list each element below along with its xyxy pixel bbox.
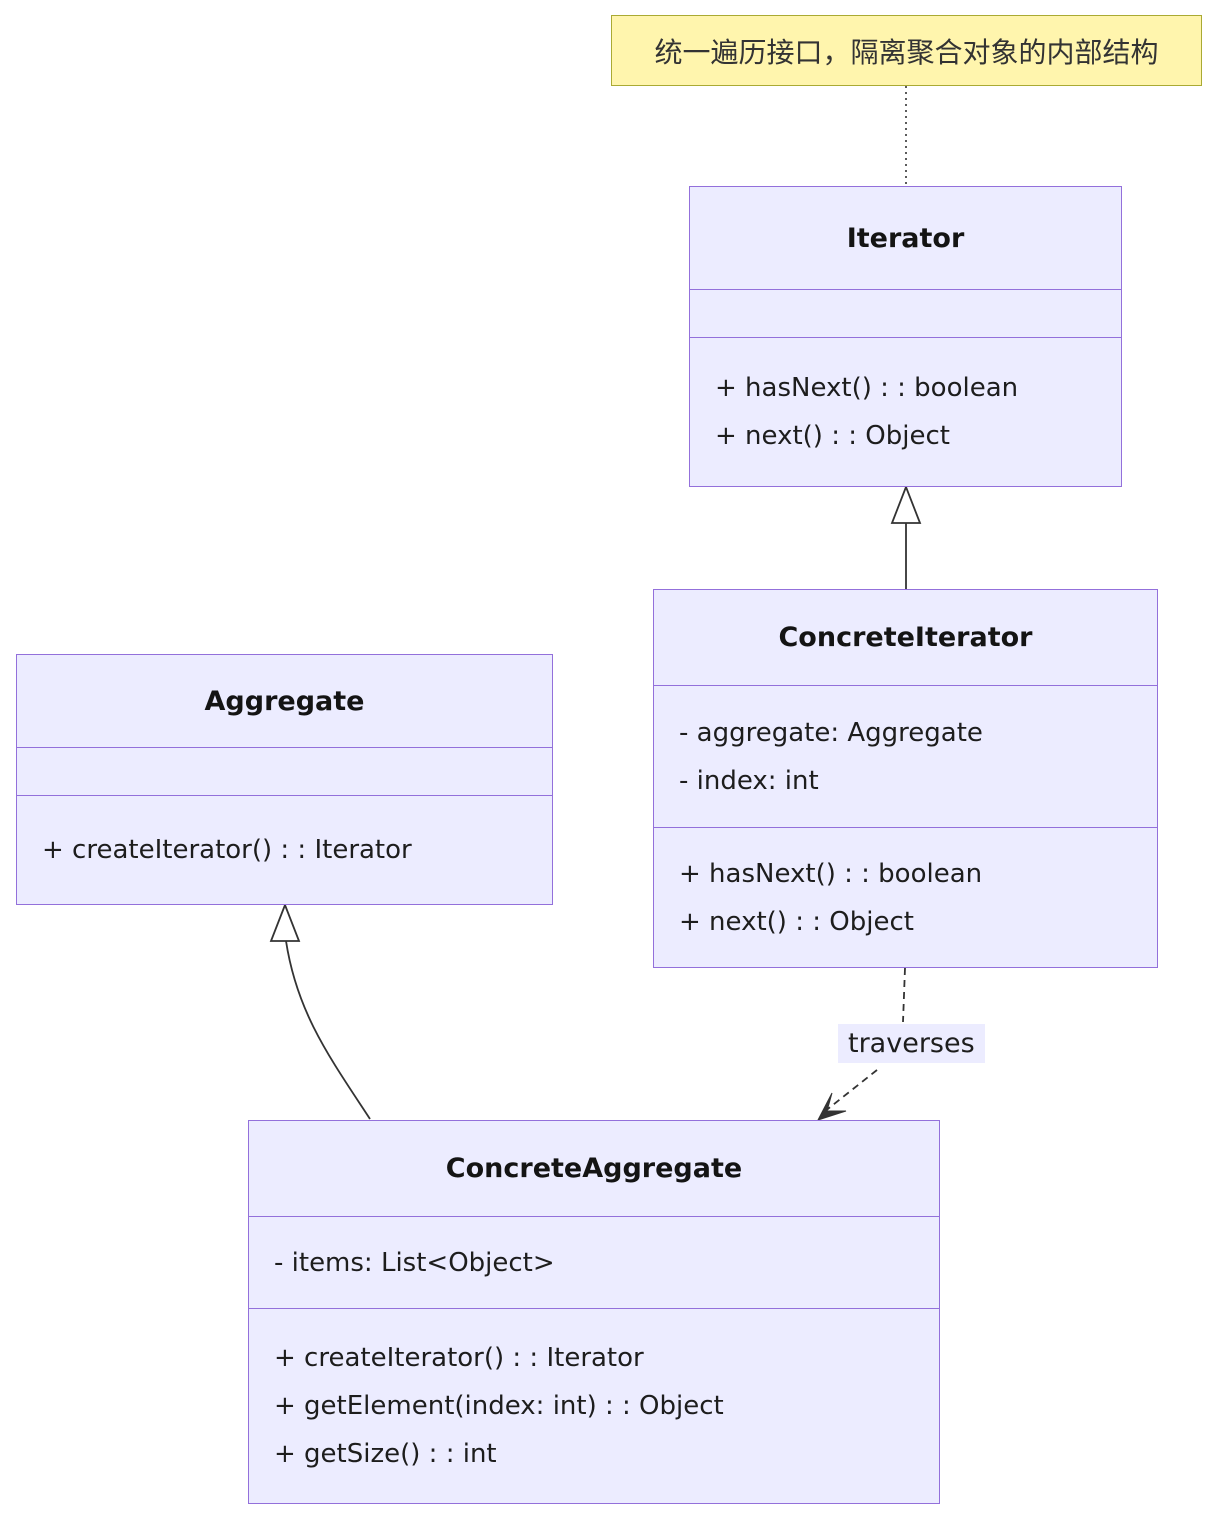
iterator-methods-section: + hasNext() : : boolean + next() : : Obj… bbox=[690, 337, 1121, 486]
concreteiterator-attributes-section: - aggregate: Aggregate - index: int bbox=[654, 685, 1157, 827]
aggregate-methods-section: + createIterator() : : Iterator bbox=[17, 795, 552, 904]
class-title-iterator: Iterator bbox=[846, 222, 965, 254]
iterator-method: + hasNext() : : boolean bbox=[715, 373, 1019, 403]
concreteiterator-method: + next() : : Object bbox=[679, 906, 914, 937]
concreteaggregate-method: + createIterator() : : Iterator bbox=[274, 1343, 644, 1373]
concreteiterator-attribute: - aggregate: Aggregate bbox=[679, 717, 983, 748]
realization-concreteaggregate-triangle bbox=[269, 902, 301, 942]
class-title-concreteaggregate: ConcreteAggregate bbox=[445, 1153, 743, 1184]
iterator-attributes-section bbox=[690, 289, 1121, 337]
concreteiterator-attribute: - index: int bbox=[679, 765, 819, 796]
dependency-traverses-line-lower bbox=[823, 1069, 878, 1113]
realization-concreteaggregate-line bbox=[285, 940, 371, 1120]
concreteaggregate-method: + getElement(index: int) : : Object bbox=[274, 1391, 724, 1421]
aggregate-method: + createIterator() : : Iterator bbox=[42, 835, 412, 865]
concreteaggregate-method: + getSize() : : int bbox=[274, 1439, 497, 1469]
class-box-concreteiterator: ConcreteIterator - aggregate: Aggregate … bbox=[653, 589, 1158, 968]
class-title-concreteiterator: ConcreteIterator bbox=[778, 622, 1033, 653]
concreteaggregate-attributes-section: - items: List<Object> bbox=[249, 1216, 939, 1308]
note-box: 统一遍历接口，隔离聚合对象的内部结构 bbox=[611, 15, 1202, 86]
concreteiterator-methods-section: + hasNext() : : boolean + next() : : Obj… bbox=[654, 827, 1157, 967]
class-box-concreteaggregate: ConcreteAggregate - items: List<Object> … bbox=[248, 1120, 940, 1504]
class-title-aggregate: Aggregate bbox=[204, 685, 365, 717]
class-box-iterator: Iterator + hasNext() : : boolean + next(… bbox=[689, 186, 1122, 487]
iterator-method: + next() : : Object bbox=[715, 421, 950, 451]
aggregate-attributes-section bbox=[17, 747, 552, 795]
dependency-traverses-line-upper bbox=[902, 967, 906, 1023]
class-box-aggregate: Aggregate + createIterator() : : Iterato… bbox=[16, 654, 553, 905]
dependency-edge-label: traverses bbox=[838, 1024, 985, 1063]
note-text: 统一遍历接口，隔离聚合对象的内部结构 bbox=[654, 35, 1159, 69]
concreteiterator-method: + hasNext() : : boolean bbox=[679, 858, 983, 889]
dependency-arrowhead bbox=[816, 1092, 847, 1121]
concreteaggregate-methods-section: + createIterator() : : Iterator + getEle… bbox=[249, 1308, 939, 1503]
concreteaggregate-attribute: - items: List<Object> bbox=[274, 1247, 555, 1278]
realization-concreteiterator-triangle bbox=[890, 484, 922, 524]
